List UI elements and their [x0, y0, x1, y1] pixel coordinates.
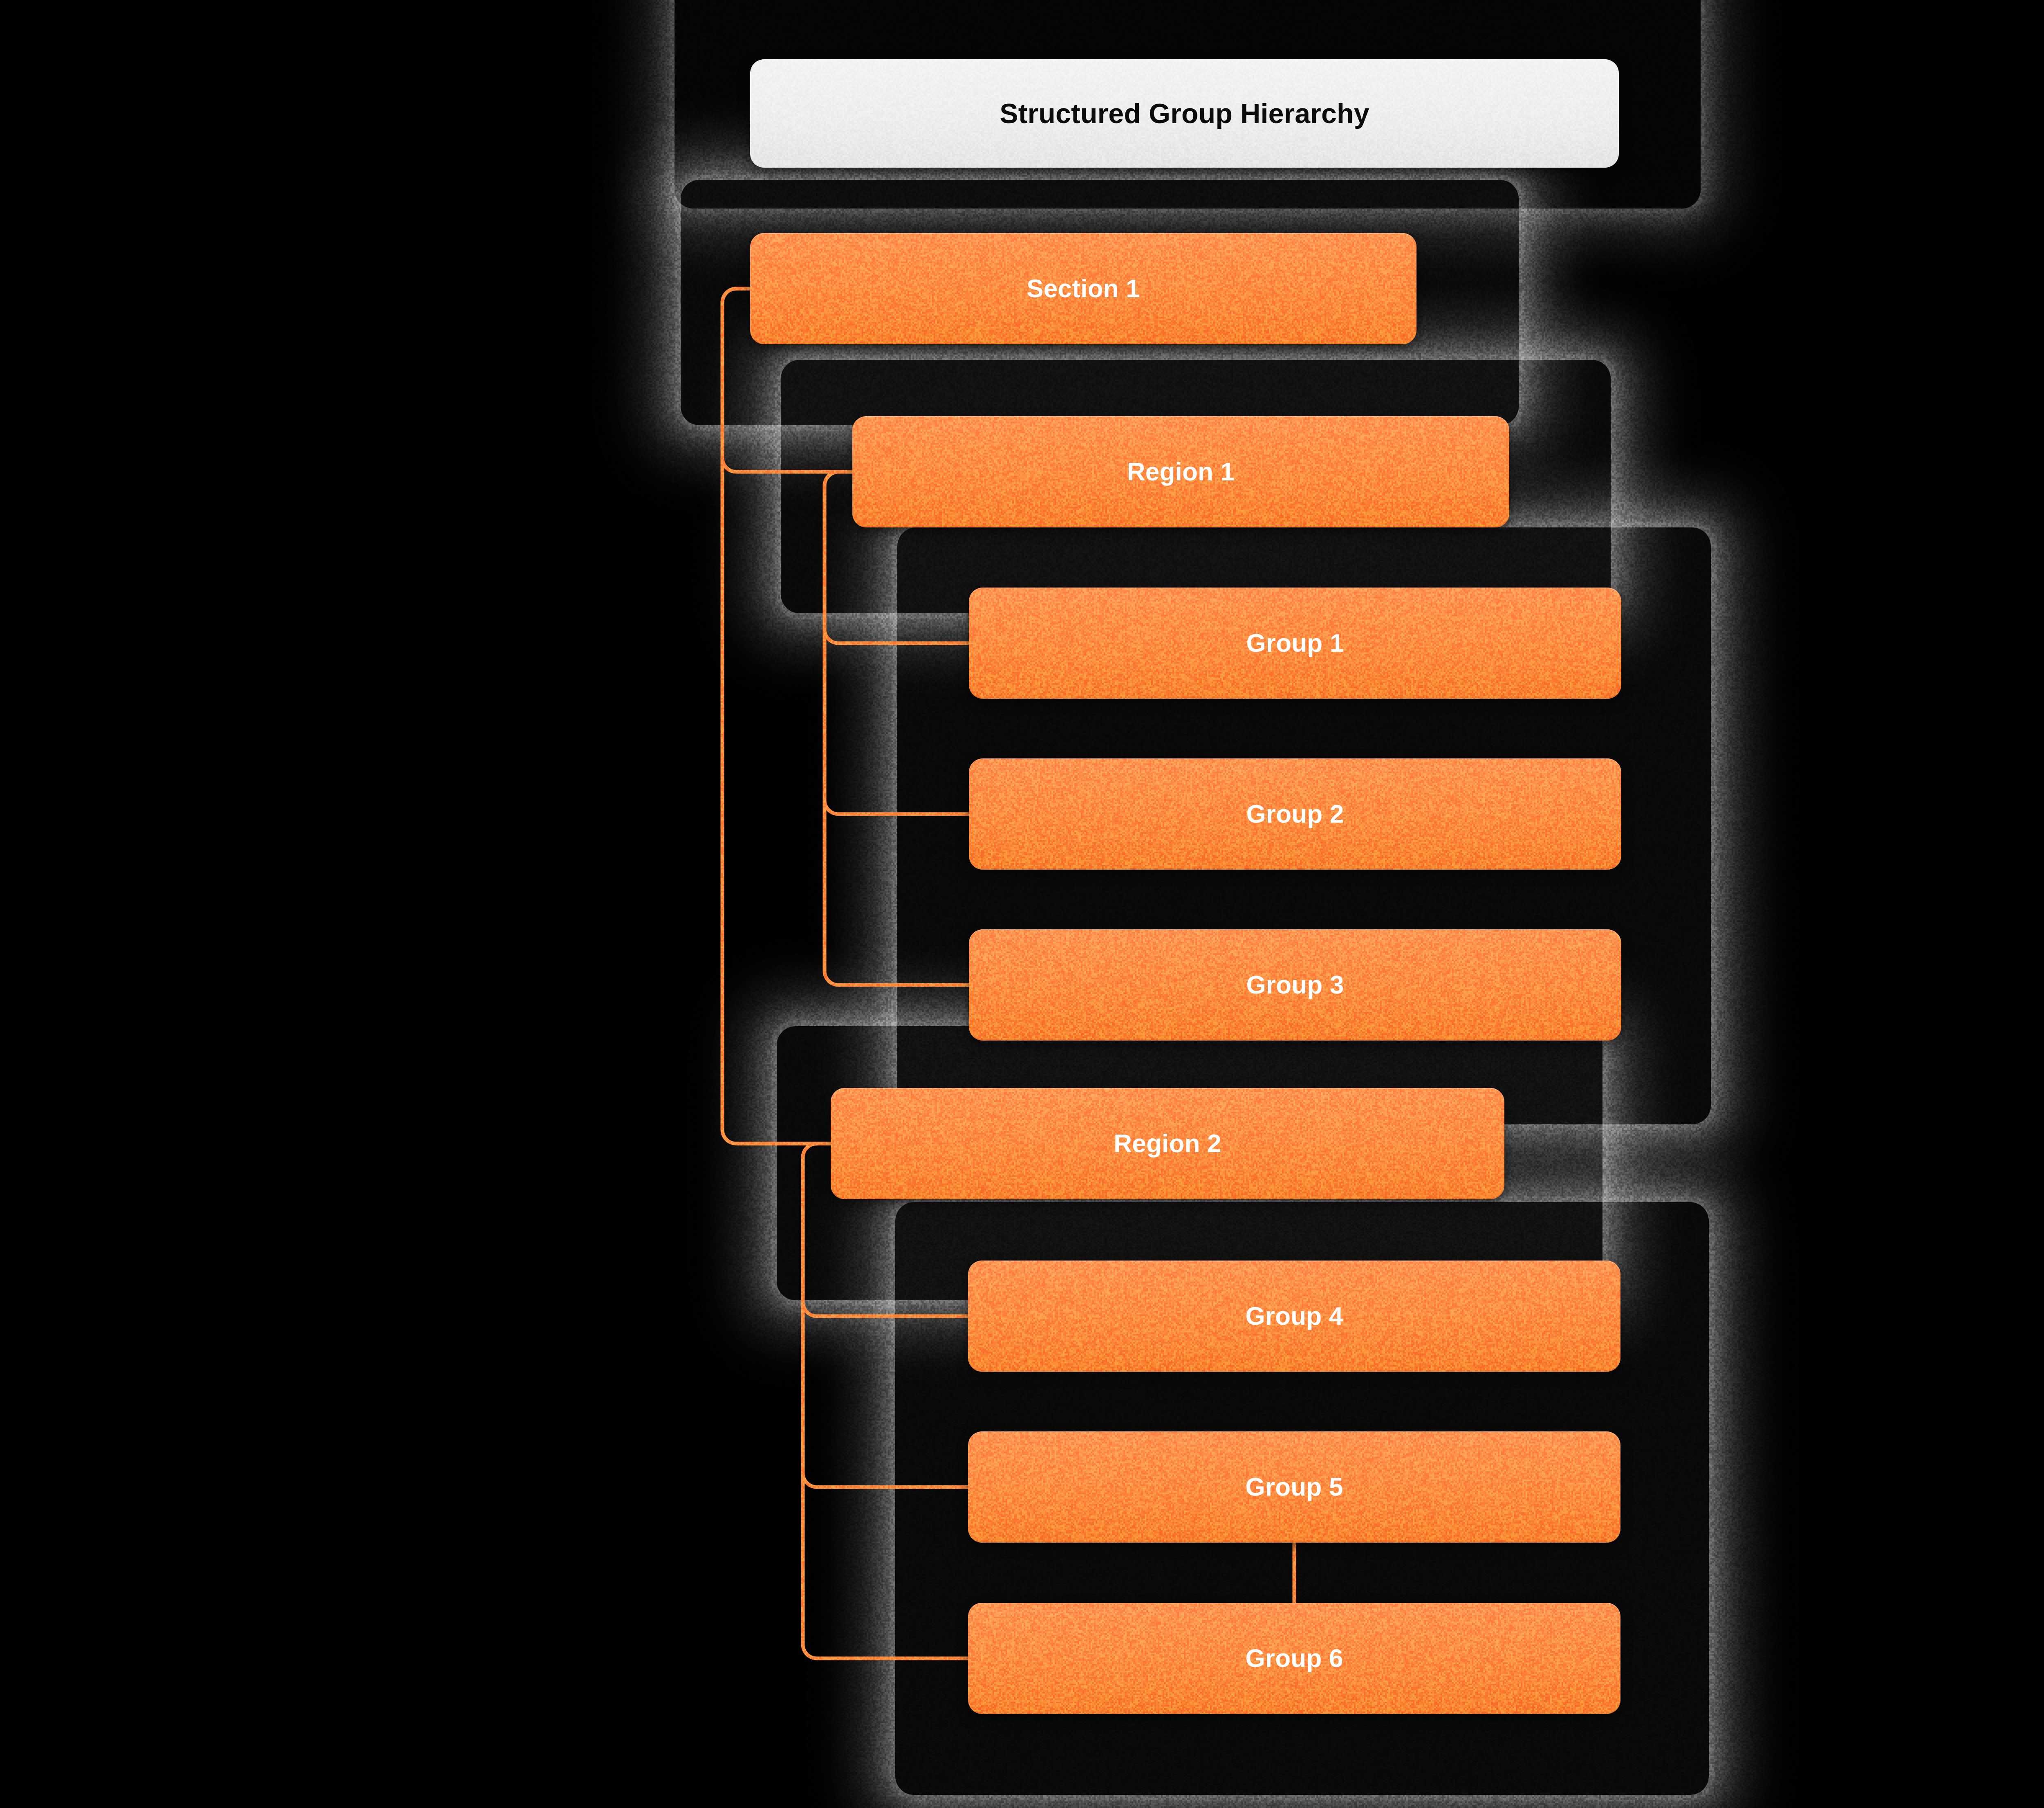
node-group-6-label: Group 6 — [1245, 1644, 1343, 1673]
node-group-3[interactable]: Group 3 — [969, 929, 1621, 1041]
node-section-1[interactable]: Section 1 — [750, 233, 1416, 344]
node-group-3-label: Group 3 — [1246, 971, 1344, 1000]
node-group-5-label: Group 5 — [1245, 1473, 1343, 1502]
node-group-5[interactable]: Group 5 — [968, 1431, 1620, 1543]
node-region-2-label: Region 2 — [1114, 1129, 1221, 1158]
node-group-2-label: Group 2 — [1246, 800, 1344, 829]
node-region-2[interactable]: Region 2 — [831, 1088, 1504, 1199]
node-region-1-label: Region 1 — [1127, 458, 1235, 487]
node-group-2[interactable]: Group 2 — [969, 758, 1621, 870]
node-section-1-label: Section 1 — [1026, 274, 1140, 303]
node-group-1[interactable]: Group 1 — [969, 588, 1621, 699]
node-group-6[interactable]: Group 6 — [968, 1603, 1620, 1714]
diagram-title-label: Structured Group Hierarchy — [1000, 98, 1369, 130]
node-group-4[interactable]: Group 4 — [968, 1261, 1620, 1372]
node-group-4-label: Group 4 — [1245, 1302, 1343, 1331]
node-region-1[interactable]: Region 1 — [852, 416, 1509, 527]
diagram-title-node: Structured Group Hierarchy — [750, 59, 1619, 168]
node-group-1-label: Group 1 — [1246, 629, 1344, 658]
